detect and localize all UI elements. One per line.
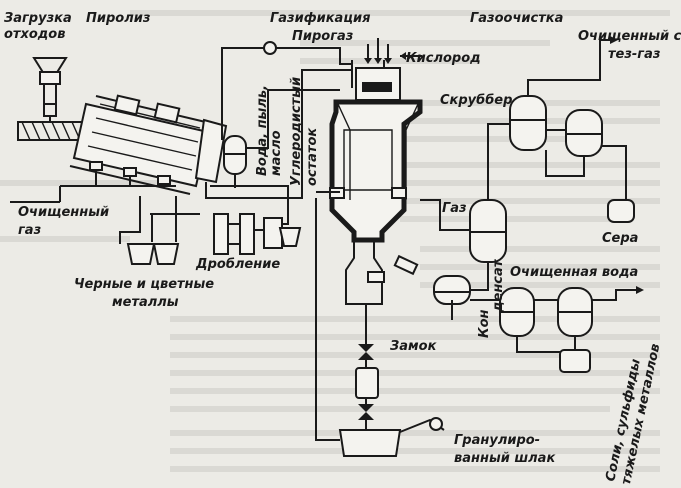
- label-drobleniye: Дробление: [195, 257, 280, 272]
- label-ochishchennaya-voda: Очищенная вода: [510, 265, 638, 280]
- svg-text:Очищенный син-: Очищенный син-: [578, 29, 681, 44]
- label-gazoochistka: Газоочистка: [470, 11, 563, 26]
- water-treatment: [451, 286, 644, 373]
- gas-outlet-line: [420, 199, 470, 231]
- label-sera: Сера: [602, 231, 638, 246]
- lock-hopper: [355, 340, 379, 430]
- water-dust-oil-separator: [223, 89, 340, 188]
- label-kondensat: Кон денсат: [477, 258, 506, 338]
- svg-text:Вода, пыль,: Вода, пыль,: [255, 85, 270, 176]
- svg-text:Кон: Кон: [477, 309, 492, 338]
- svg-text:тез-газ: тез-газ: [608, 47, 660, 62]
- label-zamok: Замок: [390, 339, 438, 354]
- label-uglerodistyi-ostatok: Углеродистый остаток: [289, 77, 320, 186]
- label-kislorod: Кислород: [406, 51, 481, 66]
- svg-text:металлы: металлы: [112, 295, 179, 310]
- label-chernye-i-tsvetnye-metally: Черные и цветные металлы: [74, 277, 214, 310]
- pyrolysis-rotary-kiln: [69, 94, 228, 195]
- kiln-burners: [59, 161, 176, 202]
- svg-text:ванный шлак: ванный шлак: [454, 451, 556, 466]
- label-piroliz: Пиролиз: [86, 11, 150, 26]
- svg-text:денсат: денсат: [491, 258, 506, 313]
- svg-text:газ: газ: [18, 223, 41, 238]
- label-ochishchennyi-sintez-gaz: Очищенный син- тез-газ: [578, 29, 681, 62]
- scrubber-column: [487, 79, 568, 151]
- svg-text:отходов: отходов: [4, 27, 65, 42]
- svg-text:Очищенный: Очищенный: [18, 205, 109, 220]
- slag-granulator: [315, 198, 445, 457]
- gasifier-reactor: [316, 60, 423, 340]
- crusher-unit: [213, 213, 302, 255]
- waste-feed-hopper: [32, 57, 68, 117]
- label-gaz: Газ: [442, 201, 467, 216]
- sulfur-recovery: [545, 109, 635, 223]
- label-pirogaz: Пирогаз: [292, 29, 353, 44]
- svg-text:масло: масло: [269, 130, 284, 176]
- metals-collection: [119, 196, 200, 265]
- label-gazifikatsiya: Газификация: [270, 11, 370, 26]
- svg-text:Гранулиро-: Гранулиро-: [454, 433, 540, 448]
- svg-text:Черные и цветные: Черные и цветные: [74, 277, 214, 292]
- svg-text:Углеродистый: Углеродистый: [289, 77, 304, 186]
- syngas-outlet: [560, 36, 618, 81]
- label-soli-sulfidy: Соли, сульфиды тяжелых металлов: [603, 342, 663, 486]
- label-granulirovannyi-shlak: Гранулиро- ванный шлак: [454, 433, 556, 466]
- svg-text:Загрузка: Загрузка: [4, 11, 72, 26]
- label-skrubber: Скруббер: [440, 93, 512, 108]
- pyrogas-line: [221, 41, 352, 140]
- label-ochishchennyi-gaz: Очищенный газ: [18, 205, 109, 238]
- label-zagruzka: Загрузка отходов: [4, 11, 72, 42]
- svg-text:остаток: остаток: [305, 127, 320, 186]
- oxygen-inlet: [364, 38, 422, 64]
- gas-cooler-column: [469, 140, 507, 291]
- label-voda-pyl-maslo: Вода, пыль, масло: [255, 85, 284, 176]
